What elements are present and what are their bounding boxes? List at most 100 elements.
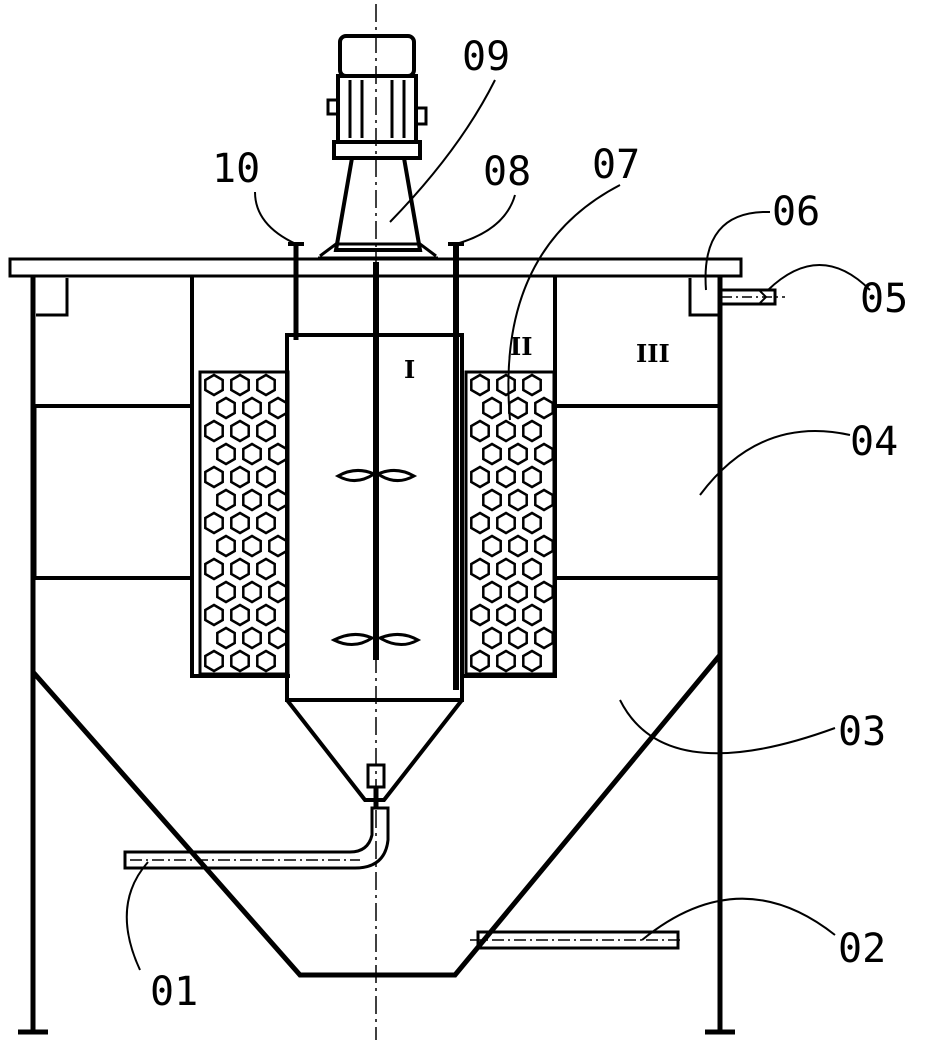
packing-hex [242,534,262,558]
packing-hex [216,442,236,466]
packing-hex [230,649,250,673]
packing-hex [534,488,554,512]
packing-hex [230,373,250,397]
packing-hex [230,511,250,535]
label-01: 01 [150,969,198,1015]
packing-hex [482,442,502,466]
leader-lines [125,79,871,971]
packing-hex [242,396,262,420]
packing-hex [242,626,262,650]
packing-hex [496,419,516,443]
reaction-cone [285,698,464,802]
packing-hex [482,534,502,558]
packing-hex [256,419,276,443]
left-hatched-media-04 [33,404,194,580]
packing-hex [204,557,224,581]
packing-hex [256,649,276,673]
overflow-weir-06 [688,278,718,317]
packing-hex [508,534,528,558]
packing-hex [230,419,250,443]
packing-hex [256,373,276,397]
packing-hex [230,465,250,489]
packing-hex [268,442,288,466]
right-hatched-media-04 [553,404,722,580]
packing-hex [522,557,542,581]
packing-hex [268,626,288,650]
packing-hex [496,557,516,581]
packing-hex [496,649,516,673]
packing-hex [470,557,490,581]
packing-hex [230,557,250,581]
right-packing-media [464,370,556,676]
packing-hex [470,649,490,673]
packing-hex [268,580,288,604]
packing-hex [496,511,516,535]
label-07: 07 [592,142,640,188]
upper-impeller [334,469,418,482]
packing-hex [496,603,516,627]
packing-hex [230,603,250,627]
label-05: 05 [860,276,908,322]
packing-hex [522,419,542,443]
label-08: 08 [483,149,531,195]
motor-09 [318,34,438,260]
packing-hex [256,603,276,627]
packing-hex [204,419,224,443]
packing-hex [508,442,528,466]
inlet-pipe-01 [123,806,390,870]
label-06: 06 [772,189,820,235]
sludge-hopper [31,653,722,978]
left-overflow-weir [36,278,69,317]
label-09: 09 [462,34,510,80]
packing-hex [216,488,236,512]
packing-hex [522,649,542,673]
packing-hex [496,465,516,489]
zone-label-iii: III [636,339,670,368]
packing-hex [204,465,224,489]
label-04: 04 [850,419,898,465]
packing-hex [216,626,236,650]
label-03: 03 [838,709,886,755]
packing-hex [534,442,554,466]
packing-hex [508,626,528,650]
packing-hex [482,488,502,512]
packing-hex [256,465,276,489]
packing-hex [534,626,554,650]
packing-hex [242,442,262,466]
packing-hex [470,603,490,627]
packing-hex [534,580,554,604]
packing-hex [268,396,288,420]
packing-hex [470,419,490,443]
packing-hex [496,373,516,397]
packing-hex [216,580,236,604]
packing-hex [534,396,554,420]
packing-hex [216,396,236,420]
packing-hex [482,396,502,420]
packing-hex [204,649,224,673]
packing-hex [204,603,224,627]
packing-hex [204,511,224,535]
packing-hex [522,465,542,489]
zone-label-i: I [404,355,415,384]
outlet-pipe-05 [718,288,777,306]
packing-hex [204,373,224,397]
packing-hex [534,534,554,558]
packing-hex [256,557,276,581]
packing-hex [242,580,262,604]
packing-hex [482,580,502,604]
packing-hex [242,488,262,512]
packing-hex [508,488,528,512]
packing-hex [522,511,542,535]
packing-hex [268,488,288,512]
packing-hex [268,534,288,558]
packing-hex [522,373,542,397]
packing-hex [470,511,490,535]
packing-hex [482,626,502,650]
packing-hex [256,511,276,535]
packing-hex [470,373,490,397]
packing-hex [522,603,542,627]
packing-hex [216,534,236,558]
zone-label-ii: II [510,332,532,361]
label-10: 10 [212,146,260,192]
